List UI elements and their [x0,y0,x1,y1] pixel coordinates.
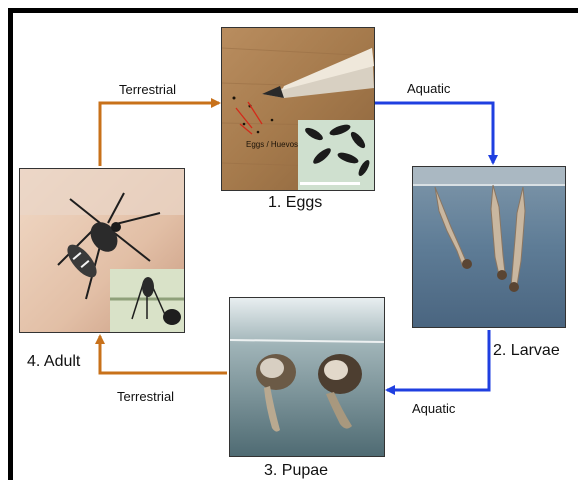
larvae-photo [412,166,566,328]
edge-label-larvae-to-pupae: Aquatic [412,401,455,416]
stage-label-adult: 4. Adult [27,353,80,371]
arrow-pupae-to-adult [100,336,227,373]
stage-label-pupae: 3. Pupae [264,462,328,480]
arrow-adult-to-eggs [100,103,219,166]
edge-label-pupae-to-adult: Terrestrial [117,389,174,404]
arrow-eggs-to-larvae [374,103,493,163]
edge-label-adult-to-eggs: Terrestrial [119,82,176,97]
pupae-photo [229,297,385,457]
stage-label-larvae: 2. Larvae [493,342,560,360]
stage-label-eggs: 1. Eggs [268,194,322,212]
arrow-larvae-to-pupae [387,330,489,390]
edge-label-eggs-to-larvae: Aquatic [407,81,450,96]
eggs-photo: Eggs / Huevos [221,27,375,191]
eggs-photo-caption: Eggs / Huevos [246,140,298,149]
adult-photo [19,168,185,333]
